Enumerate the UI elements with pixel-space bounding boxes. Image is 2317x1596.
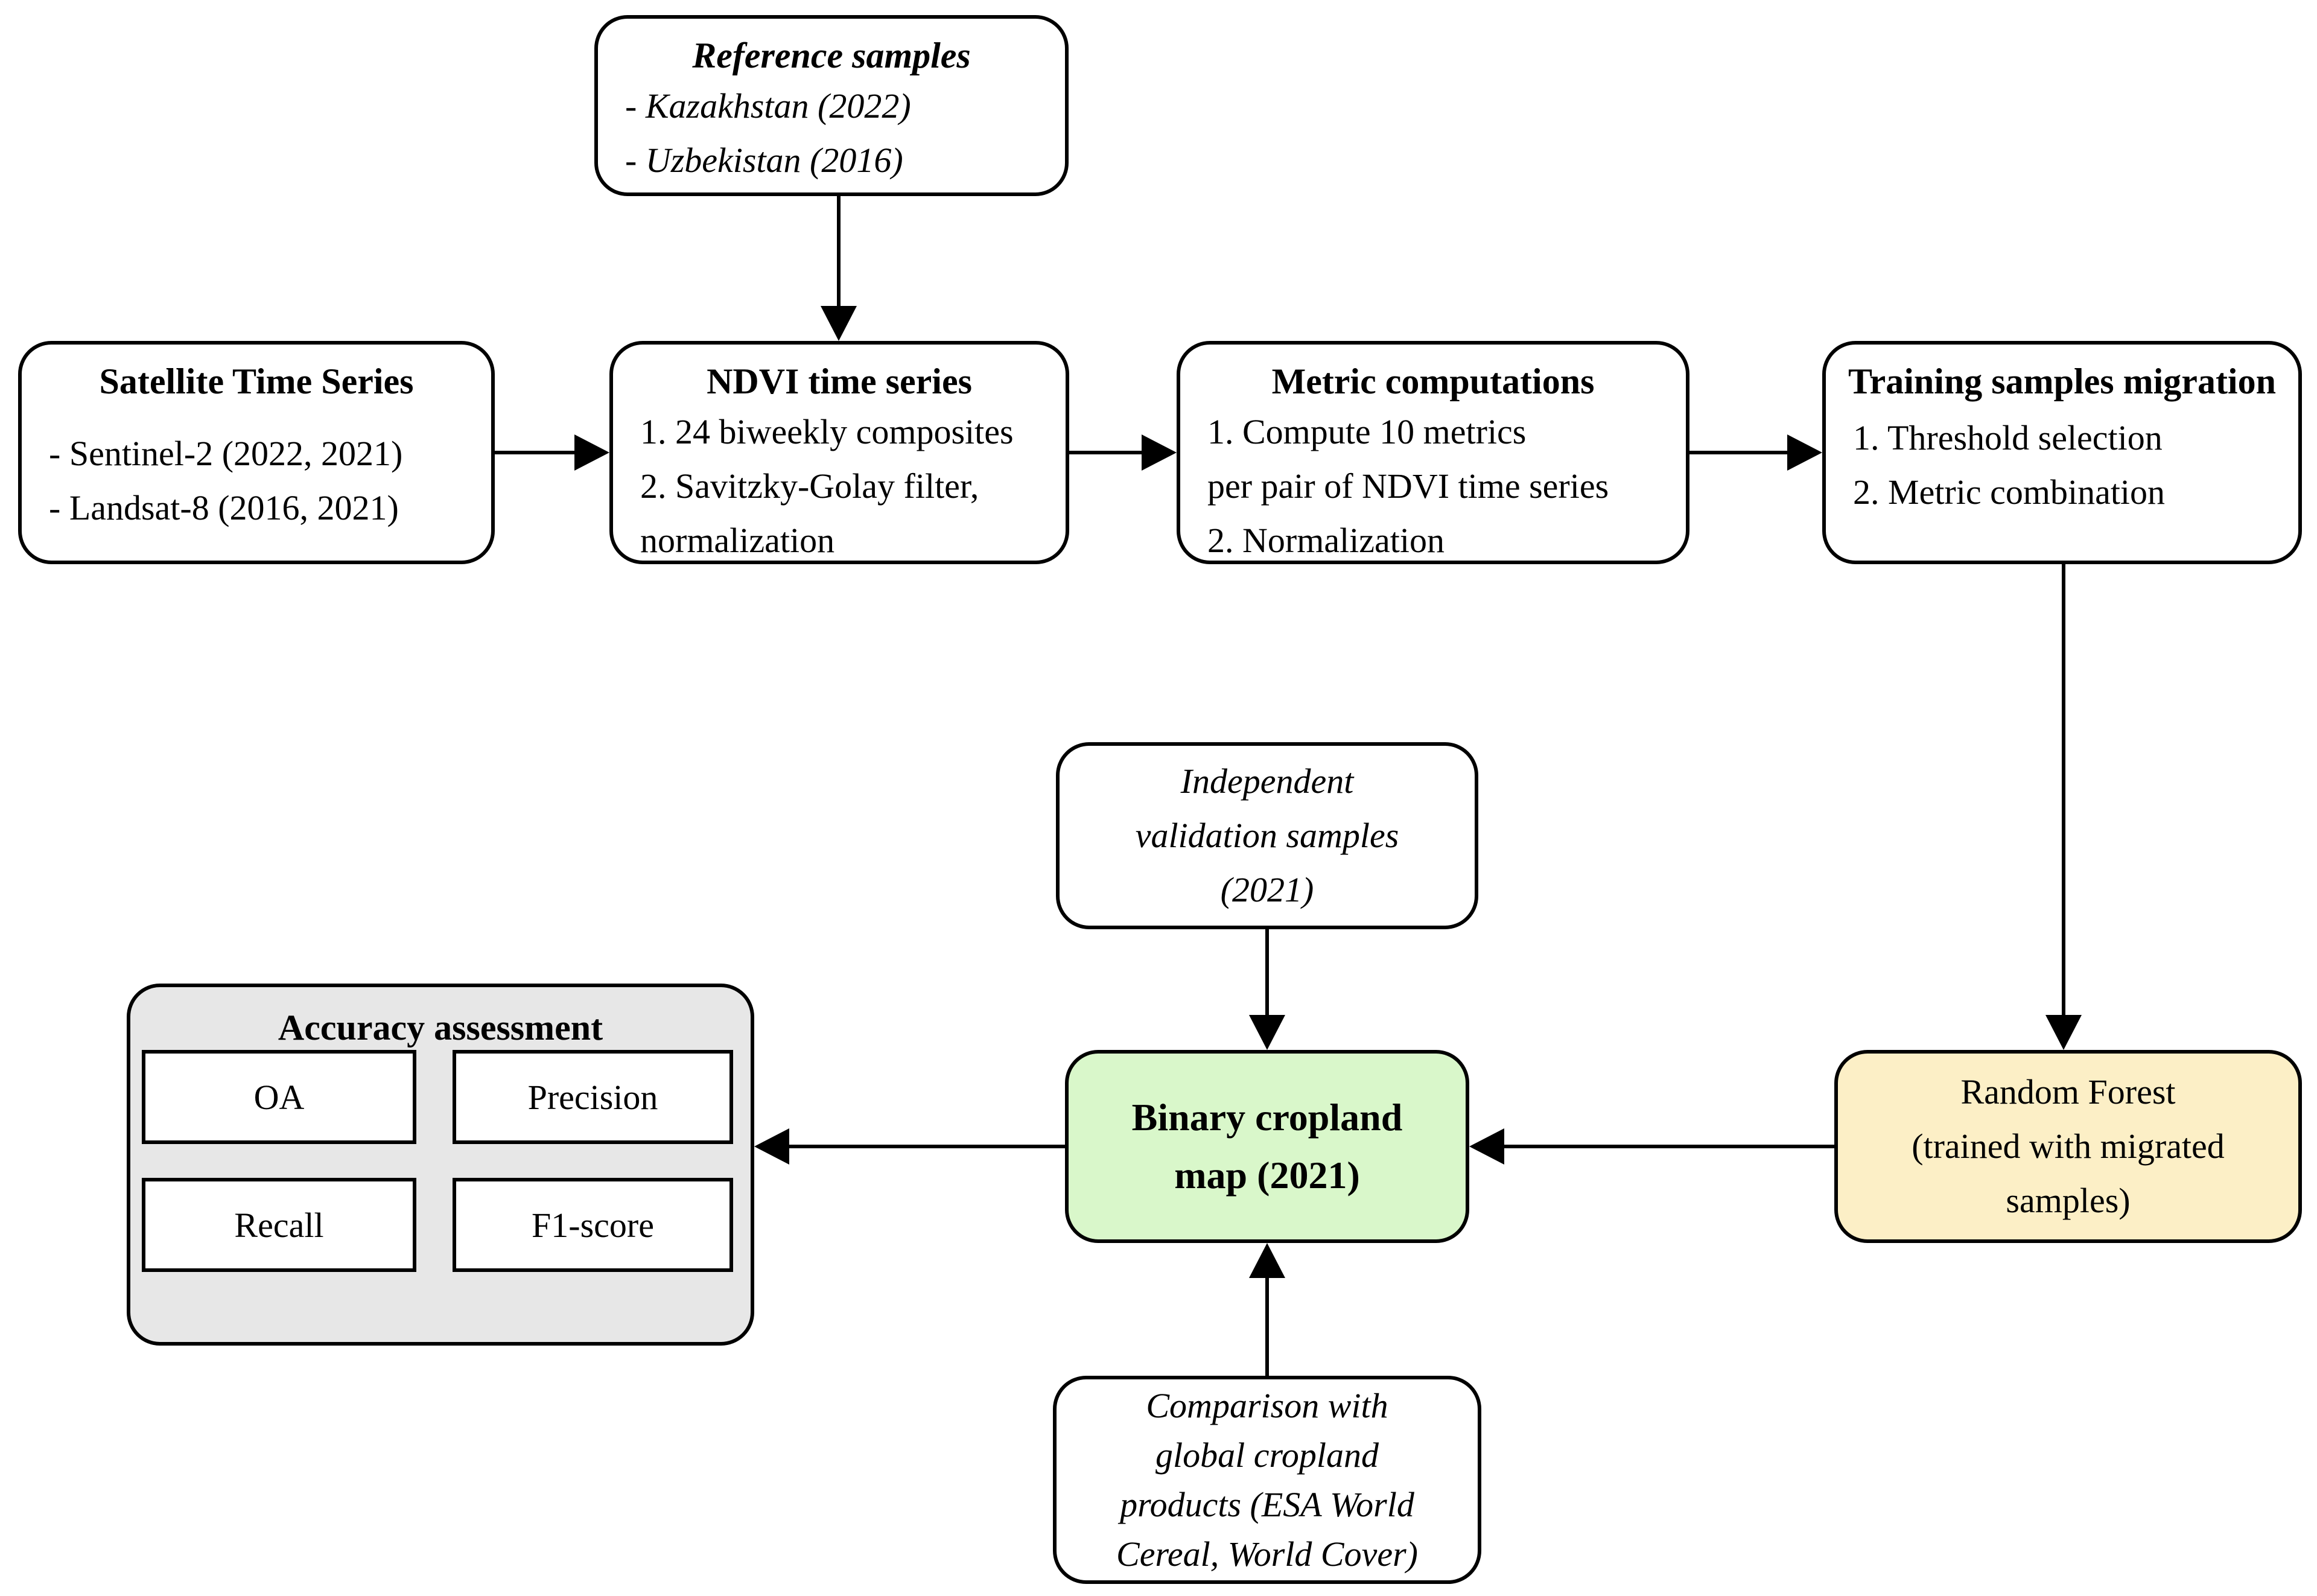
ndvi-time-series-title: NDVI time series — [707, 361, 972, 401]
arrow-reference-to-ndvi-head — [821, 306, 857, 341]
ndvi-item: 2. Savitzky-Golay filter, — [640, 466, 979, 506]
comparison-global-products-box: Comparison with global cropland products… — [1053, 1376, 1481, 1584]
arrow-random-forest-to-binary-map-line — [1502, 1145, 1834, 1148]
metric-cell-oa: OA — [142, 1050, 416, 1144]
binary-cropland-map-box: Binary cropland map (2021) — [1065, 1050, 1469, 1243]
arrow-metric-to-training-line — [1689, 451, 1788, 454]
random-forest-line: samples) — [2006, 1181, 2131, 1220]
satellite-time-series-box: Satellite Time Series - Sentinel-2 (2022… — [18, 341, 495, 564]
random-forest-box: Random Forest (trained with migrated sam… — [1834, 1050, 2302, 1243]
metric-cell-recall: Recall — [142, 1178, 416, 1272]
arrow-validation-to-binary-map-head — [1249, 1015, 1285, 1050]
metric-item: per pair of NDVI time series — [1207, 466, 1609, 506]
arrow-random-forest-to-binary-map-head — [1469, 1128, 1504, 1165]
metric-computations-box: Metric computations 1. Compute 10 metric… — [1177, 341, 1689, 564]
training-item: 1. Threshold selection — [1853, 418, 2163, 457]
reference-samples-item: - Kazakhstan (2022) — [625, 86, 911, 126]
ndvi-item: normalization — [640, 521, 835, 560]
arrow-reference-to-ndvi-line — [837, 196, 841, 308]
independent-validation-line: validation samples — [1135, 816, 1399, 855]
accuracy-assessment-title: Accuracy assessment — [278, 1008, 603, 1048]
arrow-satellite-to-ndvi-head — [574, 434, 609, 471]
arrow-binary-map-to-accuracy-line — [787, 1145, 1065, 1148]
binary-cropland-map-line: Binary cropland — [1131, 1096, 1403, 1139]
accuracy-assessment-box: Accuracy assessment — [127, 984, 754, 1346]
comparison-line: products (ESA World — [1120, 1484, 1414, 1524]
arrow-comparison-to-binary-map-line — [1265, 1277, 1269, 1376]
metric-computations-title: Metric computations — [1271, 361, 1595, 401]
satellite-time-series-title: Satellite Time Series — [99, 361, 414, 401]
reference-samples-title: Reference samples — [692, 36, 971, 75]
comparison-line: Comparison with — [1146, 1385, 1388, 1425]
satellite-item: - Sentinel-2 (2022, 2021) — [49, 434, 403, 473]
arrow-ndvi-to-metric-head — [1142, 434, 1177, 471]
independent-validation-line: (2021) — [1220, 870, 1314, 909]
metric-cell-f1-score: F1-score — [453, 1178, 733, 1272]
metric-cell-precision: Precision — [453, 1050, 733, 1144]
random-forest-line: (trained with migrated — [1912, 1127, 2225, 1166]
training-item: 2. Metric combination — [1853, 472, 2166, 512]
reference-samples-box: Reference samples - Kazakhstan (2022) - … — [594, 15, 1069, 196]
independent-validation-line: Independent — [1180, 761, 1354, 801]
random-forest-line: Random Forest — [1960, 1072, 2176, 1111]
arrow-metric-to-training-head — [1787, 434, 1822, 471]
arrow-comparison-to-binary-map-head — [1249, 1243, 1285, 1278]
arrow-satellite-to-ndvi-line — [495, 451, 576, 454]
comparison-line: Cereal, World Cover) — [1116, 1534, 1418, 1574]
metric-item: 2. Normalization — [1207, 521, 1445, 560]
training-samples-migration-title: Training samples migration — [1848, 361, 2276, 401]
arrow-validation-to-binary-map-line — [1265, 929, 1269, 1017]
satellite-item: - Landsat-8 (2016, 2021) — [49, 488, 399, 527]
reference-samples-item: - Uzbekistan (2016) — [625, 141, 903, 180]
arrow-training-to-random-forest-head — [2045, 1015, 2082, 1050]
arrow-ndvi-to-metric-line — [1069, 451, 1143, 454]
comparison-line: global cropland — [1155, 1435, 1379, 1475]
independent-validation-box: Independent validation samples (2021) — [1056, 742, 1478, 929]
binary-cropland-map-line: map (2021) — [1174, 1154, 1360, 1197]
arrow-training-to-random-forest-line — [2062, 564, 2065, 1017]
arrow-binary-map-to-accuracy-head — [754, 1128, 789, 1165]
training-samples-migration-box: Training samples migration 1. Threshold … — [1822, 341, 2302, 564]
metric-item: 1. Compute 10 metrics — [1207, 412, 1527, 451]
ndvi-time-series-box: NDVI time series 1. 24 biweekly composit… — [609, 341, 1069, 564]
ndvi-item: 1. 24 biweekly composites — [640, 412, 1014, 451]
